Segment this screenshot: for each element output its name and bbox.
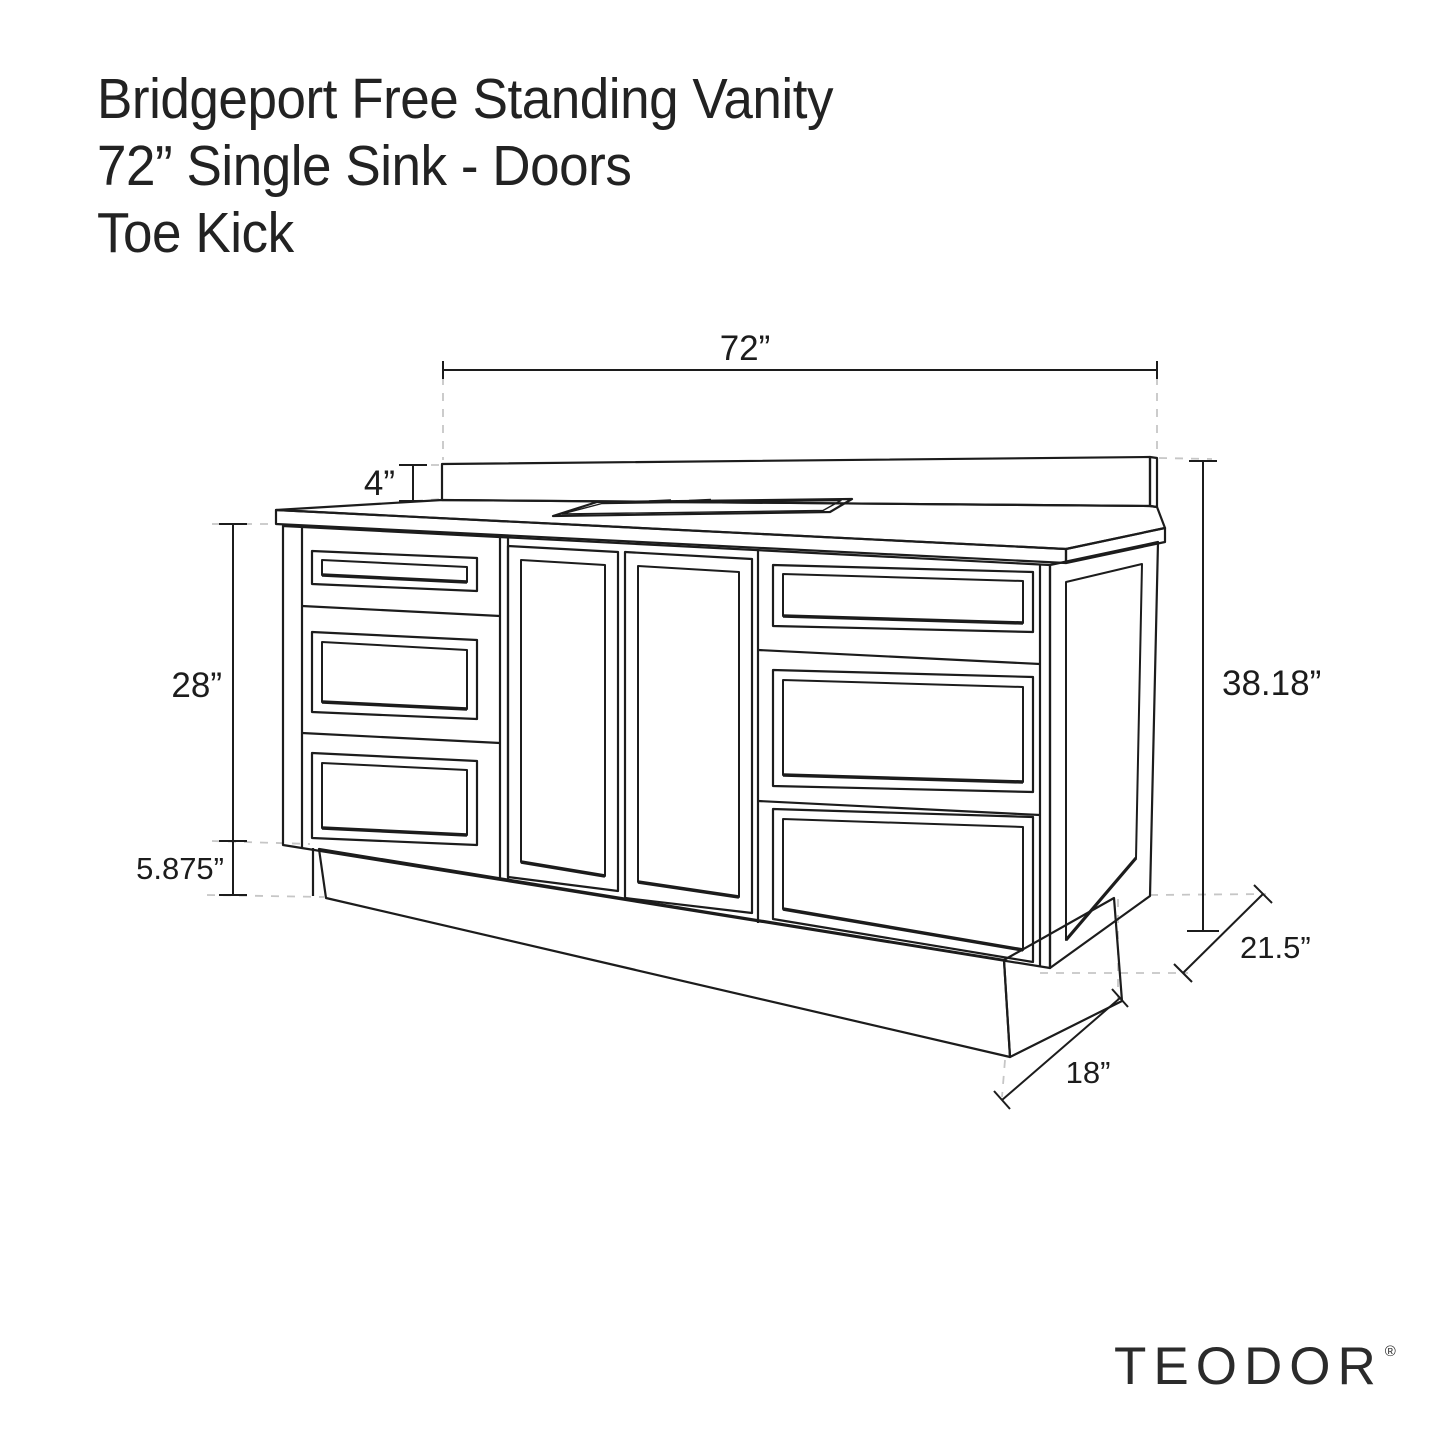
left-drawer-stack: [310, 549, 479, 847]
product-title-line-2: 72” Single Sink - Doors: [97, 134, 632, 198]
toe-kick: [311, 847, 1124, 1059]
brand-logo: TEODOR®: [1114, 1336, 1396, 1397]
dimensions: [219, 361, 1273, 1110]
door-left: [506, 544, 620, 893]
dimension-depth-215: [1173, 884, 1273, 983]
face-frame-rail: [757, 648, 1041, 666]
face-frame-rail: [301, 604, 501, 618]
dimension-label-toe-kick-height: 5.875”: [136, 851, 224, 886]
dimension-label-backsplash-height: 4”: [364, 464, 395, 503]
faucet-hole-mark: [648, 499, 672, 503]
sink: [551, 497, 854, 518]
left-drawer-3: [310, 751, 479, 847]
face-frame-rail: [301, 731, 501, 745]
dimension-cabinet-28: [219, 523, 247, 842]
dimension-total-height-3818: [1187, 460, 1219, 932]
faucet-hole-mark: [688, 498, 712, 503]
dimension-label-depth: 21.5”: [1240, 930, 1311, 965]
cabinet-front: [281, 524, 1052, 970]
dimension-label-toe-kick-depth: 18”: [1066, 1055, 1111, 1090]
toe-kick-end: [1002, 896, 1124, 1059]
dimension-backsplash-4: [399, 464, 427, 502]
side-panel: [1048, 540, 1160, 970]
product-title: Bridgeport Free Standing Vanity 72” Sing…: [97, 66, 833, 267]
right-drawer-stack: [771, 563, 1035, 964]
countertop: [274, 498, 1167, 565]
left-drawer-1: [310, 549, 479, 593]
face-frame-rail: [757, 799, 1041, 817]
dimension-toekick-depth-18: [993, 988, 1129, 1110]
center-doors: [506, 544, 754, 915]
door-right: [623, 550, 754, 915]
dimension-toekick-height-5875: [219, 841, 247, 896]
brand-logo-text: TEODOR: [1114, 1337, 1383, 1396]
product-title-line-3: Toe Kick: [97, 201, 294, 265]
dimension-label-width: 72”: [720, 329, 771, 368]
dimension-width-72: [442, 361, 1158, 379]
right-drawer-1: [771, 563, 1035, 634]
registered-trademark-icon: ®: [1384, 1343, 1396, 1360]
product-title-line-1: Bridgeport Free Standing Vanity: [97, 67, 834, 131]
right-drawer-3: [771, 807, 1035, 964]
left-drawer-2: [310, 630, 479, 721]
dimension-label-total-height: 38.18”: [1222, 664, 1321, 703]
dimension-label-cabinet-height: 28”: [171, 666, 222, 705]
right-drawer-2: [771, 668, 1035, 794]
vanity-outline: [274, 455, 1167, 1059]
